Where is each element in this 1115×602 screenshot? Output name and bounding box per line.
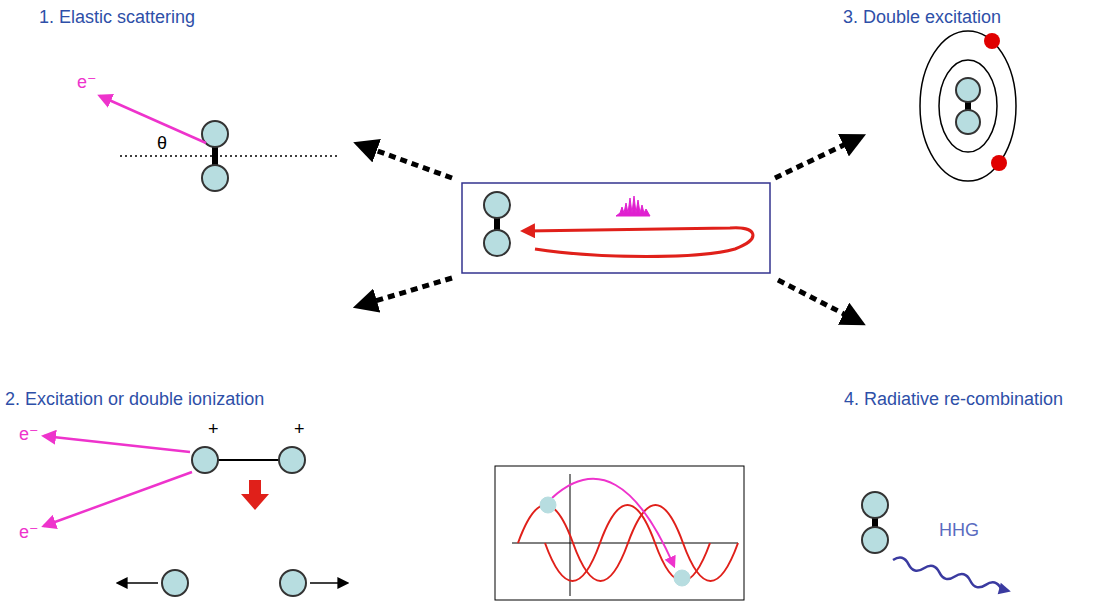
charge-sign-holder: +	[293, 418, 306, 440]
dotted-arrow	[372, 149, 452, 178]
electron-label: e⁻	[18, 424, 40, 444]
electron-arrow	[44, 436, 190, 452]
dotted-arrow	[778, 280, 848, 316]
arrowhead	[998, 583, 1013, 598]
field-curve	[518, 505, 738, 581]
panel-heading-holder: 4. Radiative re-combination	[843, 388, 1064, 410]
panel-heading: 2. Excitation or double ionization	[4, 389, 265, 409]
emission-label: HHG	[938, 520, 980, 540]
excited-electron	[991, 155, 1007, 171]
fragment-arrow	[310, 582, 347, 584]
atom	[192, 447, 218, 473]
axis-line	[120, 155, 340, 157]
atom	[484, 230, 510, 256]
panel-heading-holder: 1. Elastic scattering	[38, 6, 196, 28]
photon-wave-line	[892, 556, 1003, 594]
electron-label-holder: e⁻	[18, 423, 40, 445]
atom	[280, 570, 306, 596]
wave-packet	[616, 196, 650, 216]
trajectory-box	[462, 183, 770, 273]
atom	[956, 110, 980, 134]
ionization-point	[540, 497, 556, 513]
atom	[279, 447, 305, 473]
field-curve	[545, 505, 710, 581]
electron-label-holder: e⁻	[18, 521, 40, 543]
electron-trajectory	[526, 228, 753, 257]
angle-label-holder: θ	[156, 132, 168, 154]
dotted-arrow	[372, 278, 452, 302]
electron-label-holder: e⁻	[76, 71, 98, 93]
atom	[956, 78, 980, 102]
panel-heading-holder: 2. Excitation or double ionization	[4, 388, 265, 410]
charge-sign: +	[293, 419, 306, 439]
orbit	[939, 60, 997, 152]
photon-wave	[891, 554, 1012, 597]
charge-sign-holder: +	[207, 418, 220, 440]
atom	[862, 492, 888, 518]
return-point	[674, 570, 690, 586]
electron-arrow	[44, 472, 192, 526]
atom	[862, 527, 888, 553]
fragment-arrow	[118, 582, 158, 584]
electron-label: e⁻	[18, 522, 40, 542]
panel-heading: 3. Double excitation	[842, 7, 1002, 27]
field-plot-frame	[495, 466, 744, 600]
atom	[202, 165, 228, 191]
dissociation-arrow	[241, 480, 269, 510]
return-arc	[552, 479, 674, 566]
excited-electron	[984, 33, 1000, 49]
electron-arrow	[100, 96, 206, 143]
dotted-arrow	[775, 143, 848, 178]
panel-heading: 1. Elastic scattering	[38, 7, 196, 27]
charge-sign: +	[207, 419, 220, 439]
emission-label-holder: HHG	[938, 519, 980, 541]
atom	[484, 192, 510, 218]
angle-label: θ	[156, 133, 168, 153]
atom	[162, 570, 188, 596]
panel-heading-holder: 3. Double excitation	[842, 6, 1002, 28]
orbit	[920, 31, 1016, 181]
electron-label: e⁻	[76, 72, 98, 92]
panel-heading: 4. Radiative re-combination	[843, 389, 1064, 409]
